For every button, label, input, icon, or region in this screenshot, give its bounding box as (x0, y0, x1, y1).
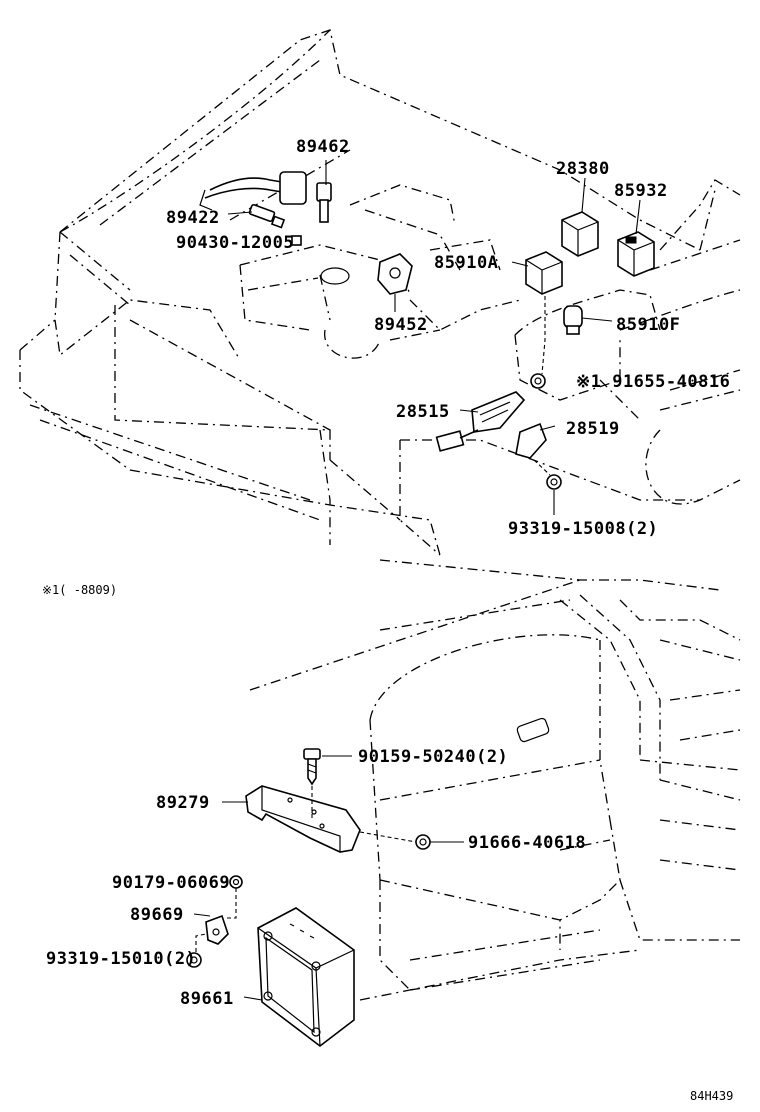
part-28515-harness (435, 391, 526, 452)
callout-28519: 28519 (566, 419, 620, 439)
part-93319-screw-a (546, 474, 562, 490)
part-91666-clip (415, 834, 431, 850)
part-90179-nut (229, 875, 243, 889)
callout-89422: 89422 (166, 208, 220, 228)
engine-bay-illustration (19, 29, 741, 556)
part-89661-ecu (257, 907, 355, 1048)
callout-85910a: 85910A (434, 253, 498, 273)
door-area-illustration (249, 559, 741, 1001)
callout-93319-15010: 93319-15010(2) (46, 949, 196, 969)
callout-28515: 28515 (396, 402, 450, 422)
callout-85932: 85932 (614, 181, 668, 201)
callout-85910f: 85910F (616, 315, 680, 335)
callout-90430-12005: 90430-12005 (176, 233, 294, 253)
callout-labels: 89462 89422 90430-12005 28380 85932 8591… (42, 137, 733, 1103)
part-90159-bolt (303, 748, 321, 786)
callout-90159-50240: 90159-50240(2) (358, 747, 508, 767)
part-93319-screw-b (186, 952, 202, 968)
part-85910a-relay (525, 251, 563, 295)
part-28519-bracket (515, 422, 547, 459)
part-89669-bracket (205, 914, 229, 945)
part-89452-sensor (377, 253, 413, 295)
leader-lines-bottom (193, 755, 464, 1001)
part-89462-sensor (316, 182, 332, 223)
callout-91666-40618: 91666-40618 (468, 833, 586, 853)
callout-89452: 89452 (374, 315, 428, 335)
callout-28380: 28380 (556, 159, 610, 179)
callout-89669: 89669 (130, 905, 184, 925)
footnote-applicability: ※1( -8809) (42, 583, 117, 597)
callout-89462: 89462 (296, 137, 350, 157)
part-85910f-flasher (563, 305, 583, 335)
callout-91655-40816: ※1 91655-40816 (576, 372, 730, 392)
part-89279-bracket (245, 785, 361, 853)
part-89422-sensor (248, 203, 286, 229)
drawing-code: 84H439 (690, 1089, 733, 1103)
part-91655-bolt (530, 373, 546, 389)
callout-89279: 89279 (156, 793, 210, 813)
callout-93319-15008: 93319-15008(2) (508, 519, 658, 539)
part-85932-relay (617, 231, 655, 277)
callout-89661: 89661 (180, 989, 234, 1009)
part-28380-relay (561, 211, 599, 257)
callout-90179-06069: 90179-06069 (112, 873, 230, 893)
part-90430-gasket (291, 235, 302, 246)
leader-lines-top (227, 160, 641, 515)
